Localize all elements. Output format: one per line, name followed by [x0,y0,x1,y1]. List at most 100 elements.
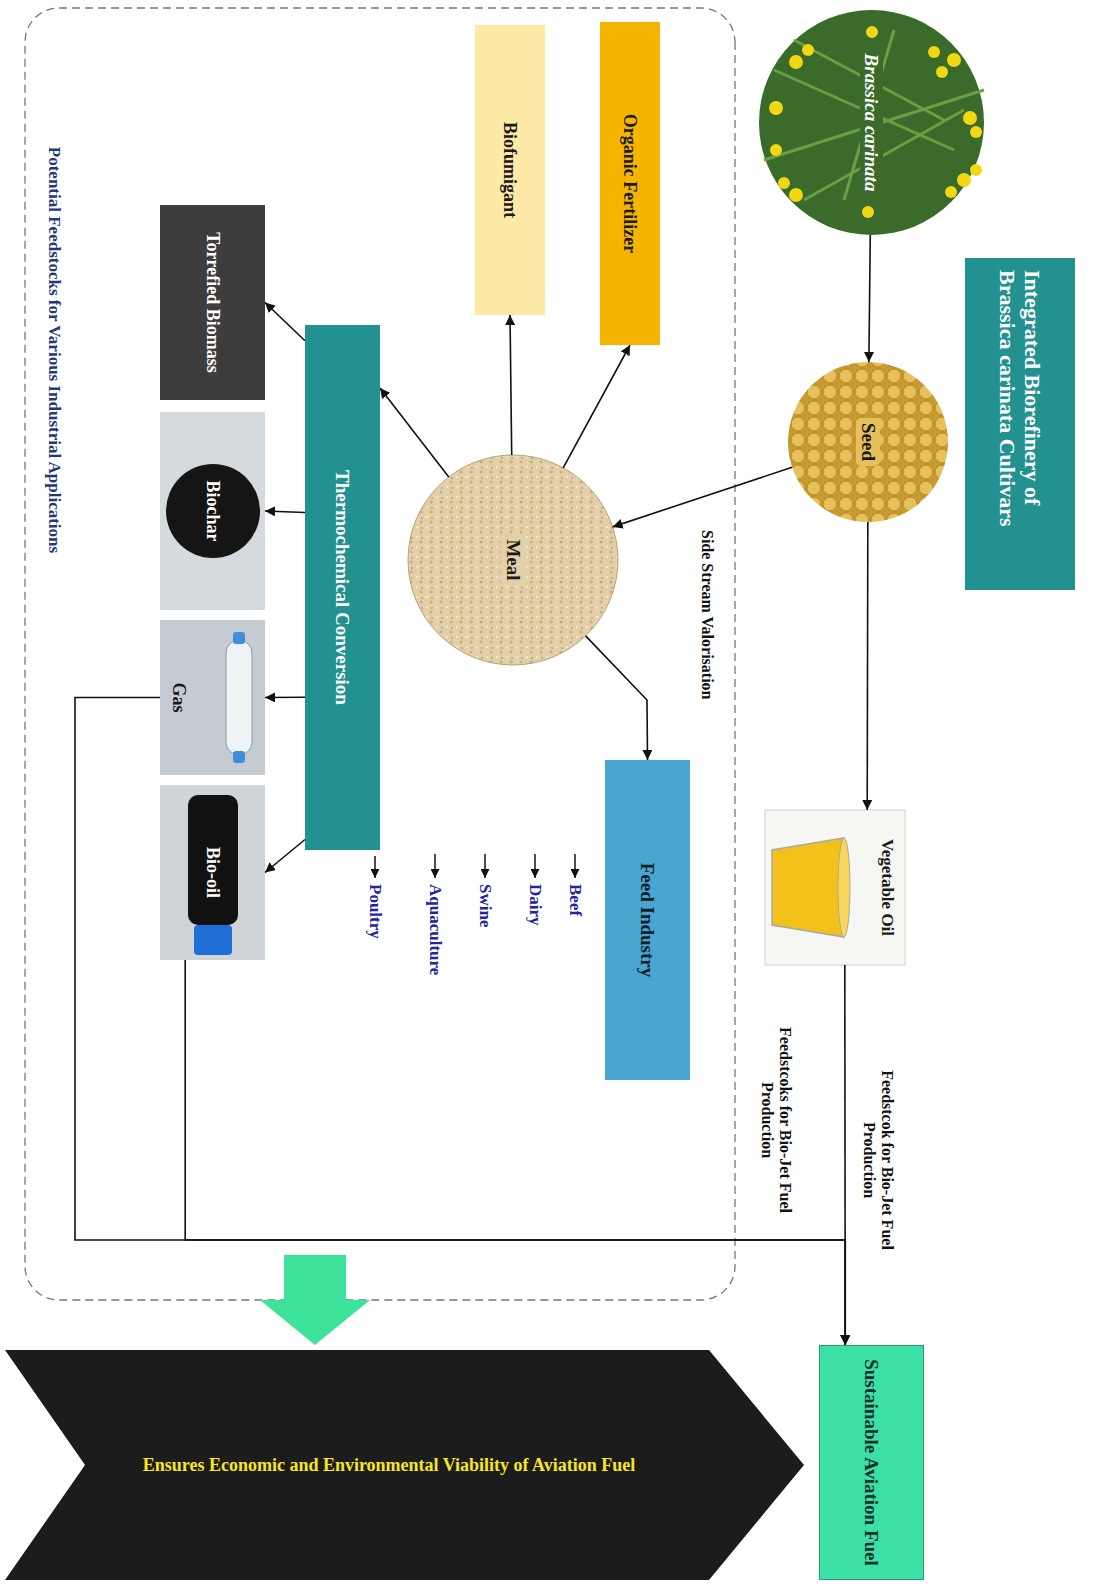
biooil-photo [160,785,265,960]
flow-arrow [563,345,630,468]
biooil-photo [160,785,265,960]
flow-arrow [265,696,305,698]
flow-label: Feedstcoks for Bio-Jet Fuel Production [757,1010,794,1230]
flow-label: Side Stream Valorisation [698,530,716,760]
diagram-title: Integrated Biorefinery of Brassica carin… [995,270,1046,578]
node-text: Thermochemical Conversion [332,470,354,705]
biochar-photo [160,412,265,610]
process-box: Thermochemical Conversion [305,325,380,850]
product-box: Biofumigant [475,25,545,315]
node-text: Organic Fertilizer [620,114,641,253]
plant-photo [769,101,783,115]
node-text: Seed [856,418,880,466]
oil-photo-box: Vegetable Oil [765,810,905,965]
plant-photo [945,186,957,198]
green-arrow [260,1255,370,1345]
biochar-photo [166,464,260,558]
plant-photo [764,30,984,200]
feed-arrows [484,854,486,878]
flow-arrow [265,840,305,873]
plant-photo [947,53,961,67]
flow-arrow [380,388,449,477]
flow-arrow [265,511,305,512]
plant-photo [759,10,984,235]
plant-photo [789,188,803,202]
biochar-photo [160,412,265,610]
arrow-text-holder: Ensures Economic and Environmental Viabi… [139,1455,639,1476]
node-text: Feed Industry [637,863,659,978]
gas-photo [160,620,265,775]
region-label: Potential Feedstocks for Various Industr… [44,40,64,660]
plant-photo [769,26,982,218]
gas-photo [233,632,245,644]
feed-arrows [534,854,536,878]
plant-photo [963,111,977,125]
oil-photo [765,810,905,965]
flow-arrow [265,303,305,341]
title-band: Integrated Biorefinery of Brassica carin… [965,258,1075,590]
flow-arrow [866,522,868,810]
oil-photo [765,810,905,965]
biooil-photo [194,925,232,955]
feed-label: Poultry [365,884,385,1034]
node-text: Sustainable Aviation Fuel [861,1359,883,1566]
feed-arrows [434,854,436,878]
feed-arrows [375,854,575,878]
flow-arrow [586,636,648,760]
gas-photo [160,620,265,775]
product-box: Feed Industry [605,760,690,1080]
feedstock-box: Gas [160,620,265,775]
flow-label: Feedstcok for Bio-Jet Fuel Production [859,1060,896,1260]
feed-label: Dairy [525,884,545,1034]
meal-photo [408,455,618,665]
flow-arrow [75,698,845,1346]
plant-photo [957,173,971,187]
plant-photo [759,10,984,235]
feedstock-box: Torrefied Biomass [160,205,265,400]
feed-label: Swine [475,884,495,1034]
arrow-text: Ensures Economic and Environmental Viabi… [139,1455,639,1476]
arrow-shape [5,1350,804,1580]
node-text: Bio-oil [202,847,223,898]
flow-arrow [510,315,512,455]
seed-circle: Seed [788,362,948,522]
block-arrow: Ensures Economic and Environmental Viabi… [5,1350,804,1580]
flow-arrow [185,960,845,1345]
node-text: Vegetable Oil [877,839,897,936]
plant-photo [862,206,874,218]
plant-photo [778,177,790,189]
feedstock-box: Biochar [160,412,265,610]
flow-arrow [869,235,870,362]
node-text: Gas [168,682,189,712]
node-text: Meal [501,534,525,585]
feed-arrows [374,856,376,878]
output-box: Sustainable Aviation Fuel [819,1345,924,1580]
node-text: Biofumigant [500,122,521,218]
gas-photo [226,640,252,755]
flow-arrow [613,467,792,527]
meal-circle: Meal [408,455,618,665]
gas-photo [233,751,245,763]
plant-photo [789,55,803,69]
plant-circle: Brassica carinata [759,10,984,235]
seed-photo [788,362,948,522]
plant-photo [970,126,982,138]
node-text: Torrefied Biomass [202,232,223,373]
node-text: Brassica carinata [860,49,884,197]
plant-photo [970,164,982,176]
plant-photo [770,144,782,156]
plant-photo [802,44,814,56]
region-outline [25,8,735,1300]
oil-photo [838,838,850,937]
node-text: Biochar [202,481,223,542]
plant-photo [936,66,948,78]
biooil-photo [188,795,238,925]
plant-photo [928,46,940,58]
oil-photo [772,838,844,937]
feed-label: Beef [565,884,585,1034]
plant-photo [866,26,878,38]
feed-label: Aquaculture [425,884,445,1034]
feed-arrows [574,854,576,878]
feedstock-box: Bio-oil [160,785,265,960]
